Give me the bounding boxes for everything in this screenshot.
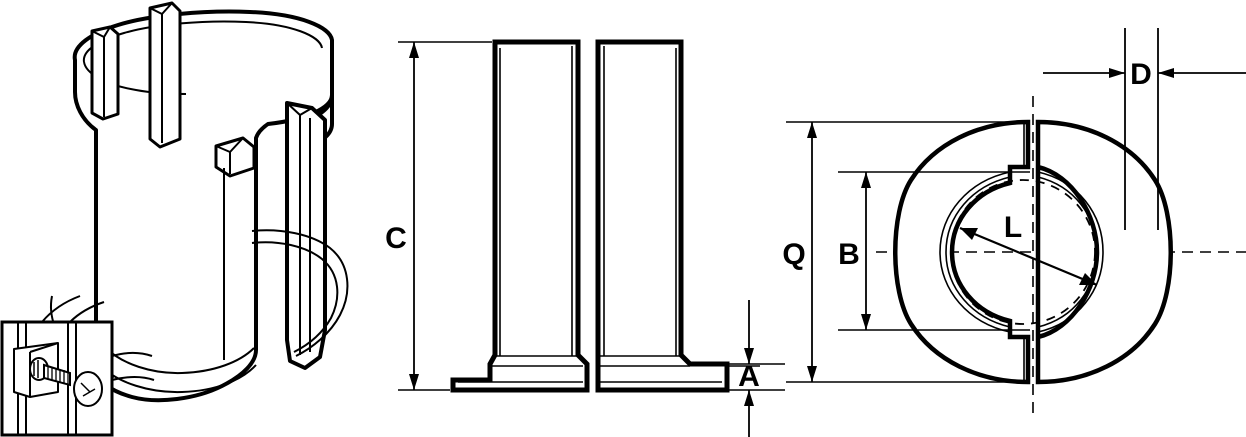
dim-C-arrow-bottom: [409, 374, 419, 390]
dim-D-arrow-left: [1109, 68, 1125, 78]
dim-L-line: [959, 226, 1098, 287]
dim-C-arrow-top: [409, 42, 419, 58]
plan-hidden-bore-circle: [950, 179, 1096, 325]
plan-ring-left-half: [893, 119, 1031, 385]
dim-Q-arrow-top: [807, 122, 817, 138]
front-elevation-view: [450, 39, 760, 393]
dim-A-arrow-bottom: [744, 390, 754, 406]
dim-L-arrow-start: [960, 228, 978, 240]
dim-A-arrow-top: [744, 348, 754, 364]
plan-section-view: L: [876, 96, 1246, 415]
detail-screw-threads: [47, 366, 69, 384]
dimension-B: B: [838, 171, 1030, 331]
detail-washer-slot: [80, 382, 96, 397]
plan-inner-arc-right-2: [1037, 176, 1098, 328]
iso-rib-front-edge: [215, 137, 244, 174]
isometric-view: [0, 1, 349, 437]
iso-rib-front: [214, 136, 256, 178]
plan-inner-arc-left-1: [945, 176, 1011, 328]
iso-rib-left-edge: [91, 26, 111, 117]
dim-L-label: L: [1004, 211, 1022, 244]
dimension-Q: Q: [782, 121, 1030, 383]
dimension-L: L: [959, 211, 1098, 287]
dim-B-arrow-bottom: [861, 314, 871, 330]
dim-Q-arrow-bottom: [807, 366, 817, 382]
dim-L-arrow-end: [1079, 273, 1097, 285]
dim-D-arrow-right: [1158, 68, 1174, 78]
iso-rib-center: [148, 1, 182, 149]
plan-inner-arc-right-1: [1037, 171, 1104, 333]
front-left-half-outline: [450, 39, 590, 393]
iso-lower-rear-ring-2: [251, 241, 339, 353]
dim-Q-label: Q: [782, 238, 805, 271]
iso-lower-rear-ring: [251, 229, 349, 357]
iso-rib-center-edge: [149, 2, 173, 143]
dim-C-label: C: [385, 222, 407, 255]
dim-B-arrow-top: [861, 172, 871, 188]
screw-detail-inset: [0, 295, 155, 437]
detail-screw-head-slot: [33, 360, 39, 378]
plan-inner-arc-left-2: [939, 171, 1011, 333]
detail-leader-line-right: [111, 352, 155, 381]
iso-right-leg-inner-2: [286, 102, 313, 352]
iso-base-band-upper: [105, 347, 255, 375]
detail-leader-line: [41, 295, 105, 323]
dim-D-label: D: [1130, 58, 1152, 91]
dim-B-label: B: [838, 238, 860, 271]
dimension-D: D: [1043, 28, 1246, 230]
dimension-A: A: [690, 300, 785, 437]
dim-A-label: A: [738, 360, 760, 393]
dimension-C: C: [385, 41, 492, 391]
